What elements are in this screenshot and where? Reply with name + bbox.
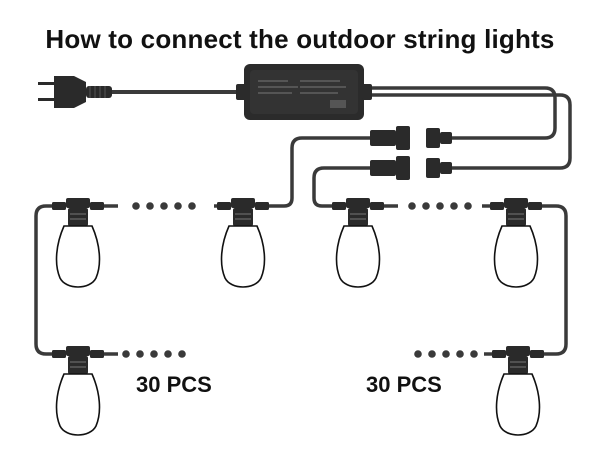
- output-cables: [266, 86, 572, 208]
- section-1-count-label: 30 PCS: [136, 372, 212, 397]
- page-title: How to connect the outdoor string lights: [45, 24, 555, 54]
- section-2-count-label: 30 PCS: [366, 372, 442, 397]
- waterproof-connector-icon: [370, 126, 452, 180]
- power-adapter-icon: [236, 64, 372, 120]
- bulb-icon: [52, 345, 104, 436]
- bulb-icon: [492, 345, 544, 436]
- bulb-icon: [217, 197, 269, 288]
- more-bulbs-dots: [122, 202, 478, 358]
- power-plug-icon: [38, 76, 112, 108]
- bulb-icon: [52, 197, 104, 288]
- bulb-icon: [490, 197, 542, 288]
- bulb-icon: [332, 197, 384, 288]
